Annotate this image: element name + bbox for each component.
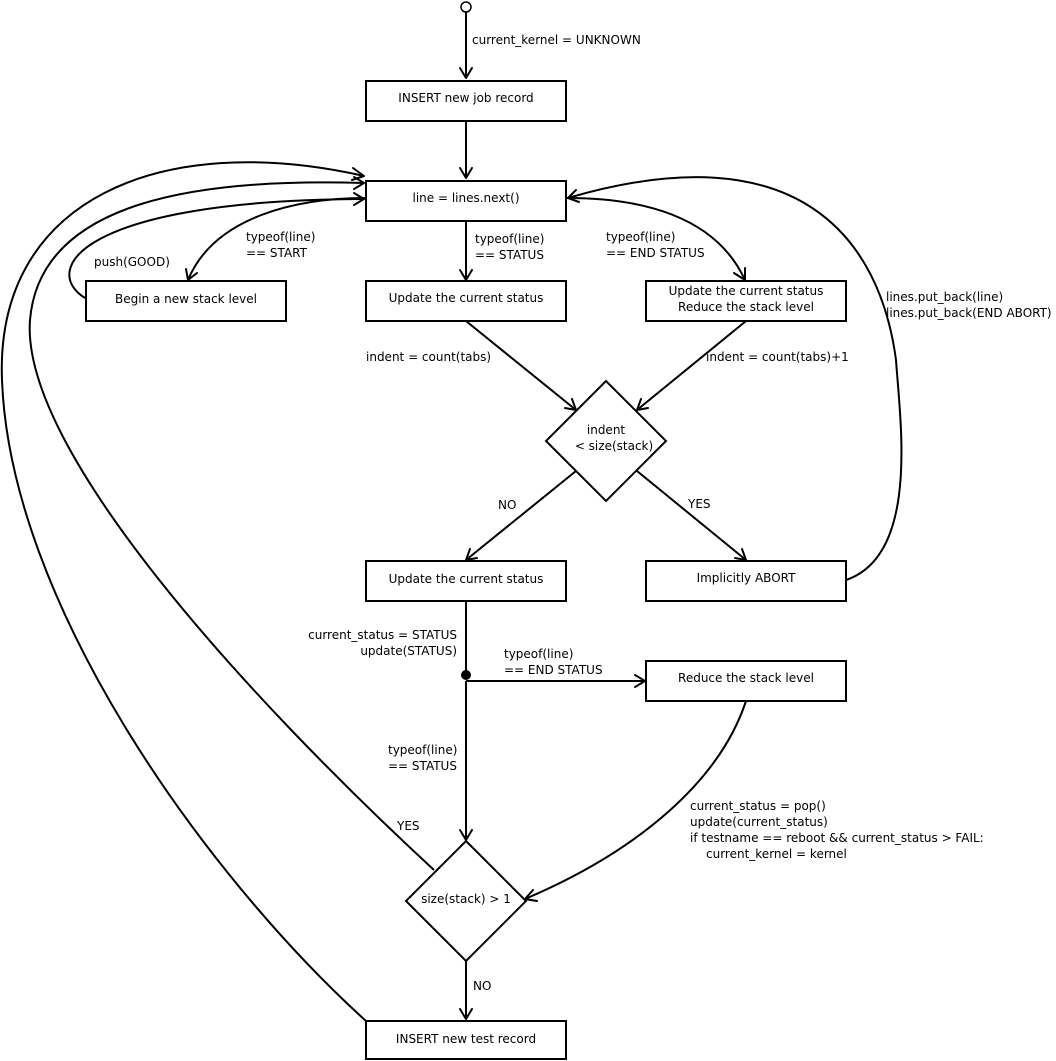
insert-job-label: INSERT new job record [398,91,533,105]
edge-insert-test-to-next-line [0,161,367,1022]
edge-update-reduce-to-indent-check [636,320,747,411]
label-end-status-top-line2: == END STATUS [606,246,705,260]
edge-insert-job-to-next-line-arrowhead [459,167,473,179]
edges [0,12,903,1022]
label-end-status-top-line1: typeof(line) [606,230,675,244]
insert-job-box [365,80,567,122]
label-no-2: NO [473,979,491,993]
edge-indent-check-no [465,470,577,561]
label-status-mid-line2: == STATUS [388,759,457,773]
implicit-abort-box [645,560,847,602]
label-indent-tabs-plus: indent = count(tabs)+1 [706,350,849,364]
update-reduce-label-line2: Reduce the stack level [678,300,814,314]
label-pop-line3: if testname == reboot && current_status … [690,831,984,845]
edge-labels: current_kernel = UNKNOWN typeof(line) ==… [94,33,1052,993]
label-status-mid-line1: typeof(line) [388,743,457,757]
update-status-box [365,280,567,322]
update-reduce-label-line1: Update the current status [669,284,824,298]
update-status-label: Update the current status [389,291,544,305]
begin-stack-box [85,280,287,322]
label-pop-line1: current_status = pop() [690,799,826,813]
label-push-good: push(GOOD) [94,255,170,269]
start-node [460,1,472,13]
indent-check-label-line2: < size(stack) [575,439,653,453]
begin-stack-label: Begin a new stack level [115,292,257,306]
label-indent-tabs: indent = count(tabs) [366,350,491,364]
edge-stack-check-no-arrowhead [459,1008,473,1020]
edge-start-to-insert-job-arrowhead [459,67,473,79]
edge-indent-check-yes [636,470,747,561]
edge-stack-check-yes-to-next-line [28,181,435,871]
next-line-box [365,180,567,222]
indent-check-diamond [544,379,668,503]
implicit-abort-label: Implicitly ABORT [697,571,797,585]
edge-reduce-stack-to-stack-check [524,700,747,900]
label-yes-2: YES [396,819,420,833]
label-status-line1: typeof(line) [475,232,544,246]
edge-update-status-to-indent-check [465,320,577,411]
reduce-stack-box [645,660,847,702]
label-put-back-line2: lines.put_back(END ABORT) [886,306,1052,320]
label-pop-line2: update(current_status) [690,815,828,829]
label-init: current_kernel = UNKNOWN [472,33,641,47]
update-status-2-box [365,560,567,602]
label-current-status-line2: update(STATUS) [360,644,457,658]
insert-test-label: INSERT new test record [396,1032,536,1046]
label-no-1: NO [498,498,516,512]
next-line-label: line = lines.next() [412,191,519,205]
label-start-line1: typeof(line) [246,230,315,244]
stack-check-diamond [404,839,528,963]
update-reduce-box [645,280,847,322]
reduce-stack-label: Reduce the stack level [678,671,814,685]
label-start-line2: == START [246,246,308,260]
nodes: INSERT new job record line = lines.next(… [85,80,847,1060]
edge-next-line-to-update-reduce [566,197,746,281]
update-status-2-label: Update the current status [389,572,544,586]
label-current-status-line1: current_status = STATUS [308,628,457,642]
label-pop-line4: current_kernel = kernel [706,847,847,861]
label-end-status-mid-line1: typeof(line) [504,647,573,661]
edge-begin-stack-to-next-line-arrowhead [353,192,365,206]
label-status-line2: == STATUS [475,248,544,262]
edge-implicit-abort-to-next-line-arrowhead [567,189,580,203]
edge-update-reduce-to-indent-check-arrowhead [636,398,649,411]
junction-dot [461,670,471,680]
label-put-back-line1: lines.put_back(line) [886,290,1003,304]
stack-check-label: size(stack) > 1 [421,892,511,906]
edge-implicit-abort-to-next-line [567,176,903,581]
label-end-status-mid-line2: == END STATUS [504,663,603,677]
label-yes-1: YES [687,497,711,511]
indent-check-label-line1: indent [587,423,626,437]
edge-begin-stack-to-next-line [68,198,365,299]
insert-test-box [365,1020,567,1060]
edge-insert-test-to-next-line-arrowhead [351,167,365,181]
